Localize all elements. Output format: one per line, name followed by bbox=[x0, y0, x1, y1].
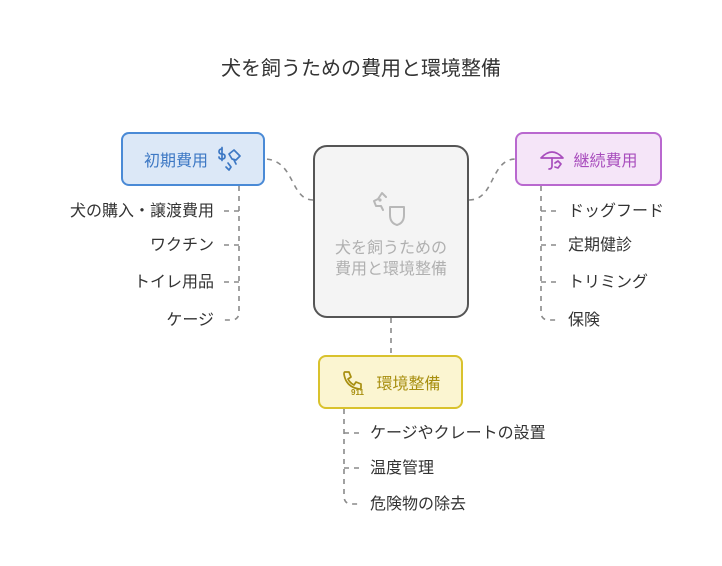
leaf-env-3: 危険物の除去 bbox=[370, 494, 467, 513]
branch-initial-cost-label: 初期費用 bbox=[143, 151, 208, 170]
center-label: 犬を飼うための費用と環境整備 bbox=[334, 237, 447, 278]
leaf-env-2: 温度管理 bbox=[370, 458, 435, 477]
leaf-initial-4: ケージ bbox=[166, 310, 214, 329]
leaf-initial-1: 犬の購入・譲渡費用 bbox=[69, 201, 214, 220]
connector-center-initial bbox=[264, 158, 314, 201]
dog-icon bbox=[368, 185, 414, 231]
leaf-ongoing-1: ドッグフード bbox=[568, 201, 665, 220]
branch-environment[interactable]: 911 環境整備 bbox=[318, 355, 463, 409]
branch-initial-cost[interactable]: 初期費用 bbox=[121, 132, 265, 186]
umbrella-hand-icon bbox=[539, 146, 565, 172]
leaf-initial-3: トイレ用品 bbox=[133, 272, 214, 291]
center-node[interactable]: 犬を飼うための費用と環境整備 bbox=[313, 145, 469, 318]
page-title: 犬を飼うための費用と環境整備 bbox=[221, 56, 501, 80]
phone-911-icon: 911 bbox=[340, 368, 368, 396]
connector-initial-trunk bbox=[220, 186, 240, 321]
phone-911-text: 911 bbox=[351, 388, 364, 396]
leaf-ongoing-2: 定期健診 bbox=[568, 235, 633, 254]
connector-env-trunk bbox=[343, 409, 362, 505]
leaf-ongoing-4: 保険 bbox=[568, 310, 601, 329]
branch-ongoing-cost-label: 継続費用 bbox=[573, 151, 638, 170]
branch-environment-label: 環境整備 bbox=[376, 374, 441, 393]
leaf-ongoing-3: トリミング bbox=[568, 272, 649, 291]
leaf-initial-2: ワクチン bbox=[149, 235, 214, 254]
connector-center-ongoing bbox=[468, 158, 516, 201]
connector-ongoing-trunk bbox=[540, 186, 560, 321]
money-hand-icon bbox=[216, 146, 242, 172]
branch-ongoing-cost[interactable]: 継続費用 bbox=[515, 132, 662, 186]
leaf-env-1: ケージやクレートの設置 bbox=[370, 423, 546, 442]
